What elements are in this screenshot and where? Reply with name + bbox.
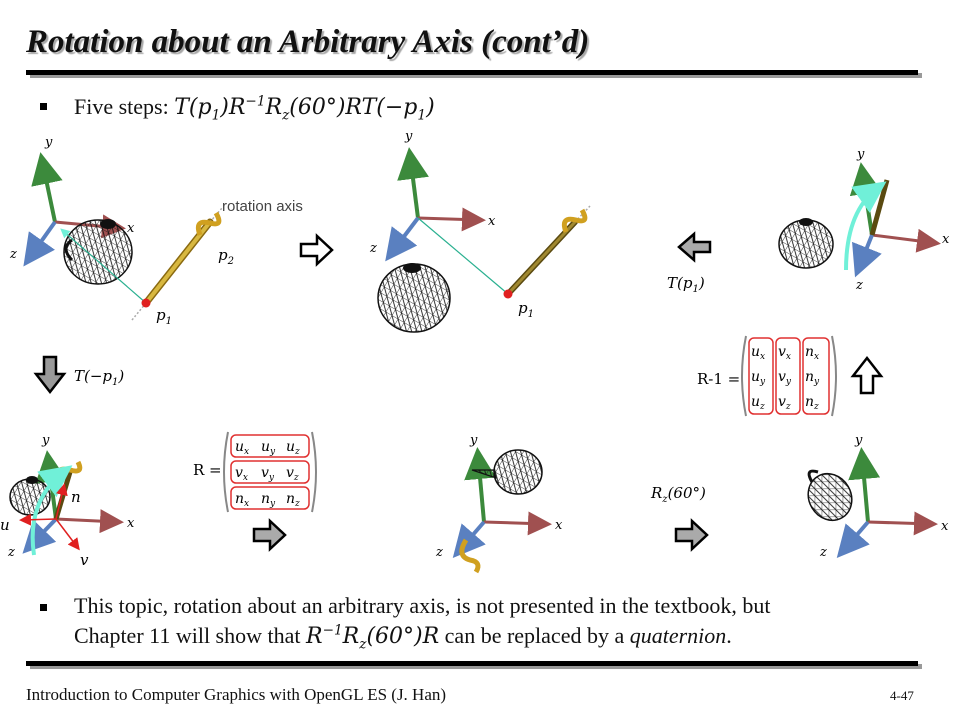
matrix-cell: ny	[261, 491, 276, 509]
matrix-cell: vx	[235, 465, 248, 483]
teapot-mesh	[807, 469, 853, 522]
footer-rule-shadow	[30, 664, 922, 669]
panel-aligned-z: y x z	[435, 433, 563, 574]
matrix-cell: uz	[286, 439, 300, 457]
axis-x-label: x	[127, 221, 135, 236]
matrix-cell: vy	[778, 369, 792, 387]
rotation-arrow-icon	[561, 208, 588, 233]
p1-label: p1	[156, 306, 172, 327]
axis-x-label: x	[555, 518, 563, 533]
title-rule-shadow	[30, 73, 922, 78]
arrow-up	[850, 355, 884, 395]
arrow-right-3	[674, 518, 709, 552]
note-line-2-mid: can be replaced by a	[444, 623, 625, 648]
axis-x-label: x	[488, 214, 496, 229]
axis-x-label: x	[127, 516, 135, 531]
bullet-lead: Five steps:	[74, 94, 169, 119]
matrix-cell: nx	[235, 491, 249, 509]
p1-label: p1	[518, 299, 534, 320]
page-number: 4-47	[890, 688, 914, 703]
panel-final-scene: y x z	[778, 147, 950, 293]
rotation-arrow-icon	[195, 211, 222, 236]
teapot-mesh	[377, 263, 451, 333]
matrix-cell: vx	[778, 344, 791, 362]
note-line-2-pre: Chapter 11 will show that	[74, 623, 301, 648]
slide-title: Rotation about an Arbitrary Axis (cont’d…	[26, 24, 590, 60]
axis-z-label: z	[369, 241, 377, 256]
note-line-1: This topic, rotation about an arbitrary …	[74, 593, 771, 618]
teapot-mesh	[778, 218, 834, 269]
axis-y-label: y	[44, 135, 53, 150]
rotation-axis-label: rotation axis	[222, 198, 303, 215]
arrow-left	[677, 231, 712, 263]
panel-basis-at-origin: y x z u v n	[0, 433, 135, 569]
teapot-mesh	[63, 219, 133, 285]
note-quaternion: quaternion	[629, 623, 727, 648]
matrix-cell: uy	[261, 439, 276, 457]
panel-original-scene: y x z rotation axis p2 p1	[9, 135, 303, 327]
axis-z-label: z	[7, 545, 15, 560]
basis-u-label: u	[0, 516, 10, 534]
matrix-cell: nz	[805, 394, 819, 412]
matrix-r-label: R =	[193, 461, 222, 479]
axis-z-label: z	[435, 545, 443, 560]
footer-text: Introduction to Computer Graphics with O…	[26, 685, 447, 704]
point-p1	[503, 289, 513, 299]
arrow-down	[33, 355, 67, 395]
panel-translated-scene: y x z p1	[369, 129, 591, 333]
matrix-rinv-label: R-1 =	[697, 370, 740, 388]
matrix-cell: uy	[751, 369, 766, 387]
matrix-cell: vz	[286, 465, 299, 483]
title-rule	[26, 70, 918, 75]
matrix-cell: nx	[805, 344, 819, 362]
teapot-mesh	[471, 449, 543, 495]
matrix-cell: nz	[286, 491, 300, 509]
axis-z-label: z	[819, 545, 827, 560]
matrix-cell: vz	[778, 394, 791, 412]
matrix-cell: ux	[235, 439, 249, 457]
panel-rotated-z: y x z	[807, 433, 949, 560]
step-translate-origin-label: T(−p1)	[74, 367, 124, 388]
matrix-r-inverse: R-1 = ux uy uz vx vy vz nx ny nz	[697, 335, 837, 417]
axis-y-label: y	[41, 433, 50, 448]
rotation-arrow-icon	[459, 538, 481, 574]
footer-rule	[26, 661, 918, 666]
axis-z-label: z	[855, 278, 863, 293]
matrix-cell: uz	[751, 394, 765, 412]
bullet-square	[40, 604, 47, 611]
step-rotate-z-label: Rz(60°)	[650, 484, 706, 505]
axis-z-label: z	[9, 247, 17, 262]
bullet-square	[40, 103, 47, 110]
five-steps-formula: T(p1)R−1Rz(60°)RT(−p1)	[174, 93, 435, 124]
p2-label: p2	[218, 246, 234, 267]
axis-y-label: y	[854, 433, 863, 448]
axis-x-label: x	[942, 232, 950, 247]
basis-v-label: v	[80, 551, 89, 569]
axis-y-label: y	[469, 433, 478, 448]
arrow-right-2	[252, 518, 287, 552]
note-line-2-end: .	[726, 623, 732, 648]
matrix-cell: vy	[261, 465, 275, 483]
axis-y-label: y	[856, 147, 865, 162]
axis-x-label: x	[941, 519, 949, 534]
step-translate-back-label: T(p1)	[667, 274, 705, 295]
arrow-right-1	[299, 233, 334, 267]
basis-n-label: n	[71, 488, 81, 506]
matrix-cell: ny	[805, 369, 820, 387]
note-formula: R−1Rz(60°)R	[306, 622, 440, 653]
matrix-r: R = ux uy uz vx vy vz nx ny nz	[193, 431, 317, 513]
point-p1	[141, 298, 151, 308]
axis-y-label: y	[404, 129, 413, 144]
matrix-cell: ux	[751, 344, 765, 362]
